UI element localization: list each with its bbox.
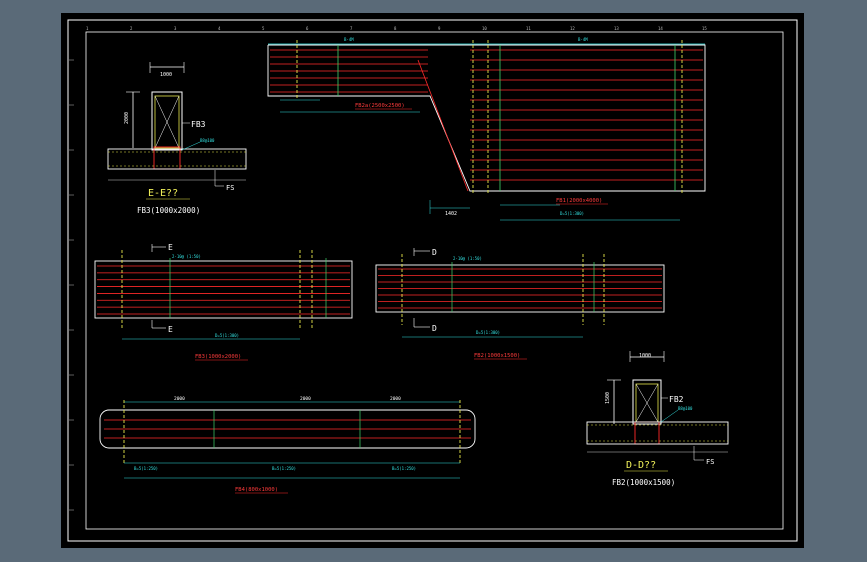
top-note-left: B-4M [344, 37, 354, 42]
fb2-note-bottom: D=5(1:300) [476, 330, 500, 335]
fb2-outline [375, 264, 665, 313]
grid-label: 5 [262, 26, 265, 31]
fb2-section-mark-top: D [432, 248, 437, 257]
fb4-outline [99, 409, 476, 449]
grid-label: 15 [702, 26, 707, 31]
ee-slab-tag: FS [226, 184, 234, 192]
fb4-title: FB4(800x1000) [235, 487, 278, 493]
fb4-dim-2: 2000 [300, 396, 311, 402]
top-dim-bottom: 1402 [445, 211, 457, 217]
drawing-frame [61, 13, 804, 548]
fb4-dim-3: 2000 [390, 396, 401, 402]
dd-title: D-D?? [626, 460, 656, 471]
fb3-outline [94, 260, 353, 319]
dd-beam-tag: FB2 [669, 395, 684, 404]
dd-slab-tag: FS [706, 458, 714, 466]
grid-ticks-left [69, 59, 74, 511]
fb4-note-b: B=5(1:250) [272, 466, 296, 471]
grid-label: 13 [614, 26, 619, 31]
ee-dim-height: 2000 [124, 112, 130, 124]
fb3-note-top: 2-10@ (1:50) [172, 254, 201, 259]
beam-fb4-elevation[interactable]: 2000 2000 2000 B=5(1:250) B=5(1:250) B=5… [99, 396, 476, 494]
grid-label: 4 [218, 26, 221, 31]
grid-label: 8 [394, 26, 397, 31]
dd-dim-height: 1500 [605, 392, 611, 404]
grid-label: 2 [130, 26, 133, 31]
beam-top-outline [267, 44, 706, 192]
top-title-right: FB1(2000x4000) [556, 198, 602, 204]
section-ee[interactable]: 1000 2000 FB3 B8@100 FS E-E?? FB3(1000x2… [107, 62, 247, 215]
fb3-section-mark-top: E [168, 243, 173, 252]
beam-top-elevation[interactable]: B-4M B-4M FB2a(2500x2500) 1402 FB1(2000x… [267, 37, 706, 221]
beam-fb2-elevation[interactable]: D D 2-10@ (1:50) D=5(1:300) FB2(1000x150… [375, 248, 665, 360]
top-title-left: FB2a(2500x2500) [355, 103, 405, 109]
grid-label: 3 [174, 26, 177, 31]
beam-fb3-elevation[interactable]: E E 2-10@ (1:50) D=5(1:300) FB3(1000x200… [94, 243, 353, 361]
ee-subtitle: FB3(1000x2000) [137, 206, 200, 215]
fb3-section-mark-bottom: E [168, 325, 173, 334]
ee-slab [107, 148, 247, 170]
dd-note: B8@100 [678, 406, 693, 411]
dd-slab [586, 421, 729, 445]
fb3-title: FB3(1000x2000) [195, 354, 241, 360]
top-note-bottom: D=5(1:300) [560, 211, 584, 216]
ee-beam-outline [151, 91, 183, 151]
title-block-border [67, 19, 798, 542]
ee-note: B8@100 [200, 138, 215, 143]
fb2-section-mark-bottom: D [432, 324, 437, 333]
grid-label: 9 [438, 26, 441, 31]
ee-title: E-E?? [148, 188, 178, 199]
ee-dim-width: 1000 [160, 72, 172, 78]
section-dd[interactable]: 1000 1500 FB2 B8@100 FS D-D?? FB2(1000x1… [586, 351, 729, 487]
fb3-note-bottom: D=5(1:300) [215, 333, 239, 338]
grid-label: 12 [570, 26, 575, 31]
inner-border [85, 31, 784, 530]
top-note-right: B-4M [578, 37, 588, 42]
dd-dim-width: 1000 [639, 353, 651, 359]
fb4-note-c: B=5(1:250) [392, 466, 416, 471]
fb4-dim-1: 2000 [174, 396, 185, 402]
grid-label: 11 [526, 26, 531, 31]
fb2-note-top: 2-10@ (1:50) [453, 256, 482, 261]
fb4-note-a: B=5(1:250) [134, 466, 158, 471]
grid-label: 7 [350, 26, 353, 31]
fb2-title: FB2(1000x1500) [474, 353, 520, 359]
grid-label: 14 [658, 26, 663, 31]
dd-beam-outline [632, 379, 662, 425]
grid-label: 6 [306, 26, 309, 31]
grid-label: 10 [482, 26, 487, 31]
dd-subtitle: FB2(1000x1500) [612, 478, 675, 487]
ee-beam-tag: FB3 [191, 120, 206, 129]
grid-label: 1 [86, 26, 89, 31]
